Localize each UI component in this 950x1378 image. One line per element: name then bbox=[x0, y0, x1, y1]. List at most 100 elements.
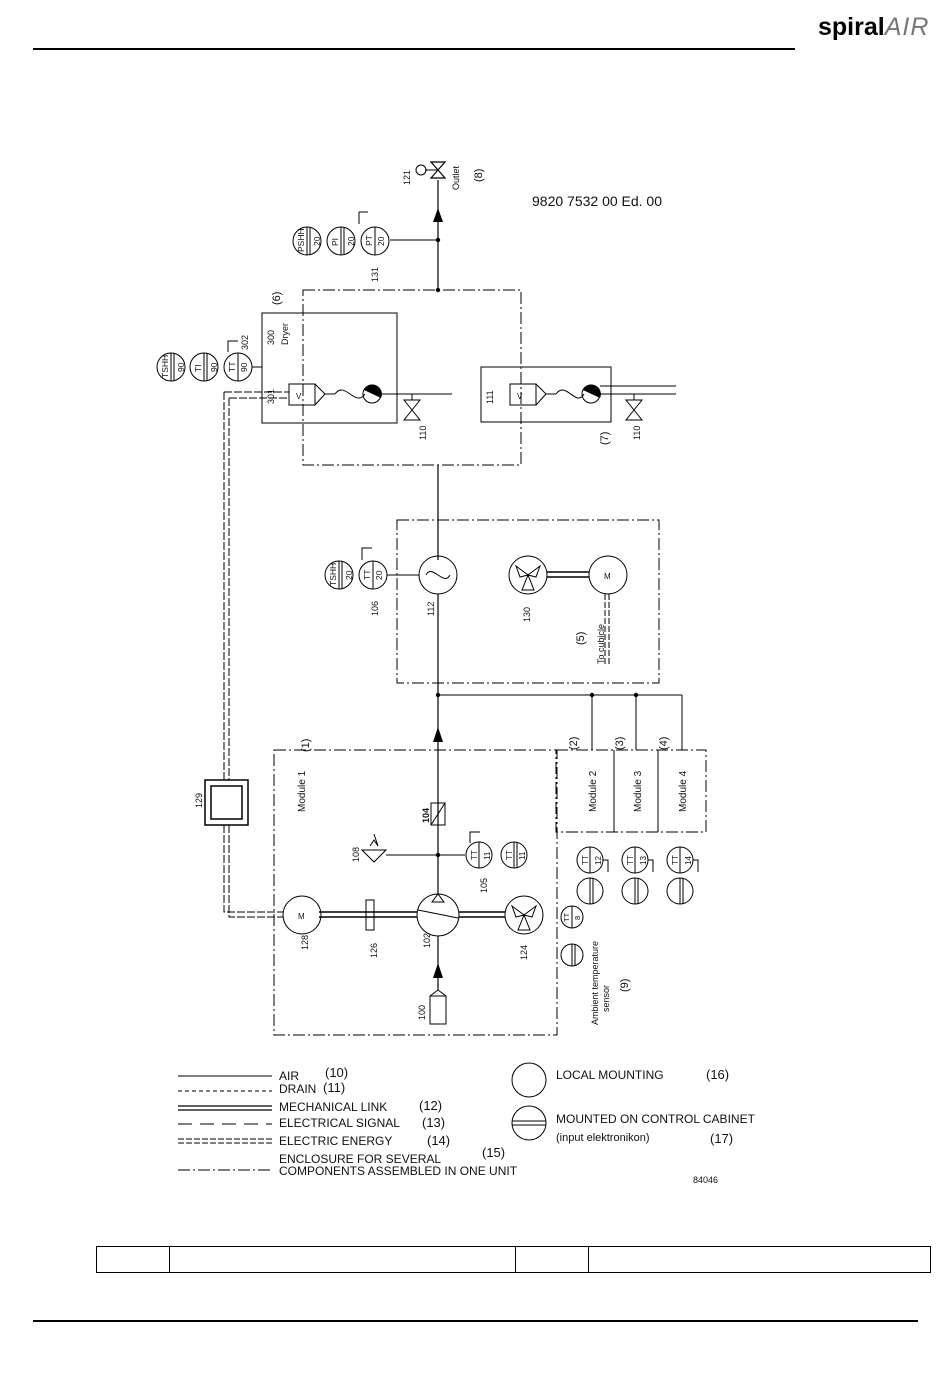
dryer-tt-top: TT bbox=[227, 362, 237, 372]
drain-valve-110-b-tag: 110 bbox=[632, 426, 642, 440]
cooler-tsh-bot: 20 bbox=[344, 570, 354, 580]
cooler-tt-top: TT bbox=[362, 570, 372, 580]
electric-energy-line bbox=[223, 391, 289, 918]
module1-tt-cab-bot: 11 bbox=[518, 851, 527, 860]
legend-line-mechanical bbox=[178, 1105, 272, 1111]
module2-tt-top: TT bbox=[581, 855, 590, 865]
module2-tt-cabinet bbox=[576, 877, 604, 905]
cooler-enclosure bbox=[396, 519, 660, 684]
legend-enclosure-label2: COMPONENTS ASSEMBLED IN ONE UNIT bbox=[279, 1164, 518, 1178]
legend-mech-number: (12) bbox=[419, 1098, 442, 1113]
legend-elec-label: ELECTRICAL SIGNAL bbox=[279, 1116, 400, 1130]
motor-tag: 128 bbox=[300, 935, 310, 950]
cubicle-label: To cubicle bbox=[596, 624, 606, 664]
dryer-tag: 300 bbox=[266, 330, 276, 345]
pt-bubble-bot: 20 bbox=[376, 236, 386, 246]
cooler-tag: 112 bbox=[426, 602, 436, 616]
module1-enclosure bbox=[273, 749, 558, 1036]
legend-cabinet-number: (17) bbox=[710, 1131, 733, 1146]
cooler-tsh-top: TSHH bbox=[328, 563, 338, 586]
module4-number: (4) bbox=[658, 737, 670, 750]
cooler-temp-point-tag: 106 bbox=[370, 601, 380, 616]
cooler-tsh-bubble bbox=[324, 560, 354, 590]
dryer-tsh-bubble bbox=[156, 352, 186, 382]
separator-111-tag: 111 bbox=[485, 390, 495, 404]
aftercooler bbox=[418, 555, 458, 595]
ambient-number: (9) bbox=[619, 979, 631, 992]
flow-arrow-module bbox=[433, 727, 443, 742]
dryer-instrument-tag: 302 bbox=[240, 335, 250, 350]
document-reference: 9820 7532 00 Ed. 00 bbox=[532, 193, 662, 209]
legend-line-energy bbox=[178, 1138, 272, 1144]
ambient-tt-cabinet bbox=[560, 943, 584, 967]
outlet-tag: 121 bbox=[402, 170, 412, 185]
module1-tt-local bbox=[465, 841, 493, 869]
separator-301: V bbox=[288, 383, 326, 406]
modules-enclosure bbox=[555, 749, 707, 833]
cooler-fan-tag: 130 bbox=[522, 607, 532, 622]
footer-cell bbox=[588, 1246, 931, 1273]
flow-arrow-outlet bbox=[433, 208, 443, 222]
legend-enclosure-number: (15) bbox=[482, 1145, 505, 1160]
ambient-bubble-bot: 8 bbox=[573, 916, 582, 920]
outlet-number: (8) bbox=[473, 169, 485, 182]
module1-tt-top: TT bbox=[470, 850, 479, 860]
legend-local-number: (16) bbox=[706, 1067, 729, 1082]
check-valve-tag: 104 bbox=[421, 808, 431, 823]
outlet-instruments bbox=[358, 211, 368, 224]
module1-number: (1) bbox=[300, 739, 312, 752]
psh-bubble bbox=[292, 226, 322, 256]
psh-bubble-bot: 20 bbox=[312, 236, 322, 246]
dryer-label: Dryer bbox=[280, 323, 290, 345]
dryer-tsh-bot: 90 bbox=[176, 362, 186, 372]
svg-text:V: V bbox=[296, 392, 302, 401]
legend-drain-number: (11) bbox=[323, 1080, 345, 1095]
module4-tt-bot: 14 bbox=[684, 856, 693, 865]
cubicle-tag: 129 bbox=[194, 793, 204, 808]
legend-local-label: LOCAL MOUNTING bbox=[556, 1068, 664, 1082]
figure-number: 84046 bbox=[693, 1175, 718, 1185]
ambient-tt-local bbox=[560, 905, 584, 929]
module1-tt-cab-top: TT bbox=[505, 850, 514, 860]
legend-enclosure-label: ENCLOSURE FOR SEVERAL bbox=[279, 1152, 441, 1166]
outlet-instrument-tag: 131 bbox=[370, 267, 380, 282]
legend-air-number: (10) bbox=[325, 1065, 348, 1080]
legend-air-label: AIR bbox=[279, 1069, 299, 1083]
drain-valve-110-b bbox=[624, 394, 644, 421]
legend-elec-number: (13) bbox=[422, 1115, 445, 1130]
cooler-fan bbox=[508, 555, 548, 595]
pi-bubble-top: PI bbox=[330, 238, 340, 246]
drain-valve-110-a bbox=[402, 394, 422, 421]
legend-cabinet-label: MOUNTED ON CONTROL CABINET bbox=[556, 1112, 756, 1126]
dryer-heat-exchanger bbox=[362, 384, 382, 404]
dryer-tsh-top: TSHH bbox=[160, 355, 170, 378]
legend-mech-label: MECHANICAL LINK bbox=[279, 1100, 387, 1114]
dryer-tt-bot: 90 bbox=[239, 362, 249, 372]
dryer-ti-top: TI bbox=[193, 364, 203, 372]
compressor-element-102 bbox=[416, 893, 460, 937]
pi-bubble-bot: 20 bbox=[346, 236, 356, 246]
dryer-number: (6) bbox=[271, 292, 283, 305]
svg-text:M: M bbox=[604, 572, 611, 581]
cooler-tt-bot: 20 bbox=[374, 570, 384, 580]
module1-tt-cabinet bbox=[500, 841, 528, 869]
module3-number: (3) bbox=[614, 737, 626, 750]
module3-tt-cabinet bbox=[621, 877, 649, 905]
drain-valve-110-a-tag: 110 bbox=[418, 426, 428, 440]
module3-label: Module 3 bbox=[633, 770, 644, 812]
legend-energy-number: (14) bbox=[427, 1133, 450, 1148]
module1-fan-tag: 124 bbox=[519, 945, 529, 960]
module4-tt-cabinet bbox=[666, 877, 694, 905]
module2-number: (2) bbox=[568, 737, 580, 750]
svg-text:M: M bbox=[298, 912, 305, 921]
check-valve-104 bbox=[430, 802, 446, 826]
motor-128: M bbox=[282, 895, 322, 935]
safety-valve-tag: 108 bbox=[351, 847, 361, 862]
module3-tt-top: TT bbox=[626, 855, 635, 865]
inlet-filter-tag: 100 bbox=[417, 1005, 427, 1020]
footer-cell bbox=[169, 1246, 516, 1273]
legend-energy-label: ELECTRIC ENERGY bbox=[279, 1134, 392, 1148]
psh-bubble-top: PSHH bbox=[296, 228, 306, 252]
module4-tt-top: TT bbox=[671, 855, 680, 865]
